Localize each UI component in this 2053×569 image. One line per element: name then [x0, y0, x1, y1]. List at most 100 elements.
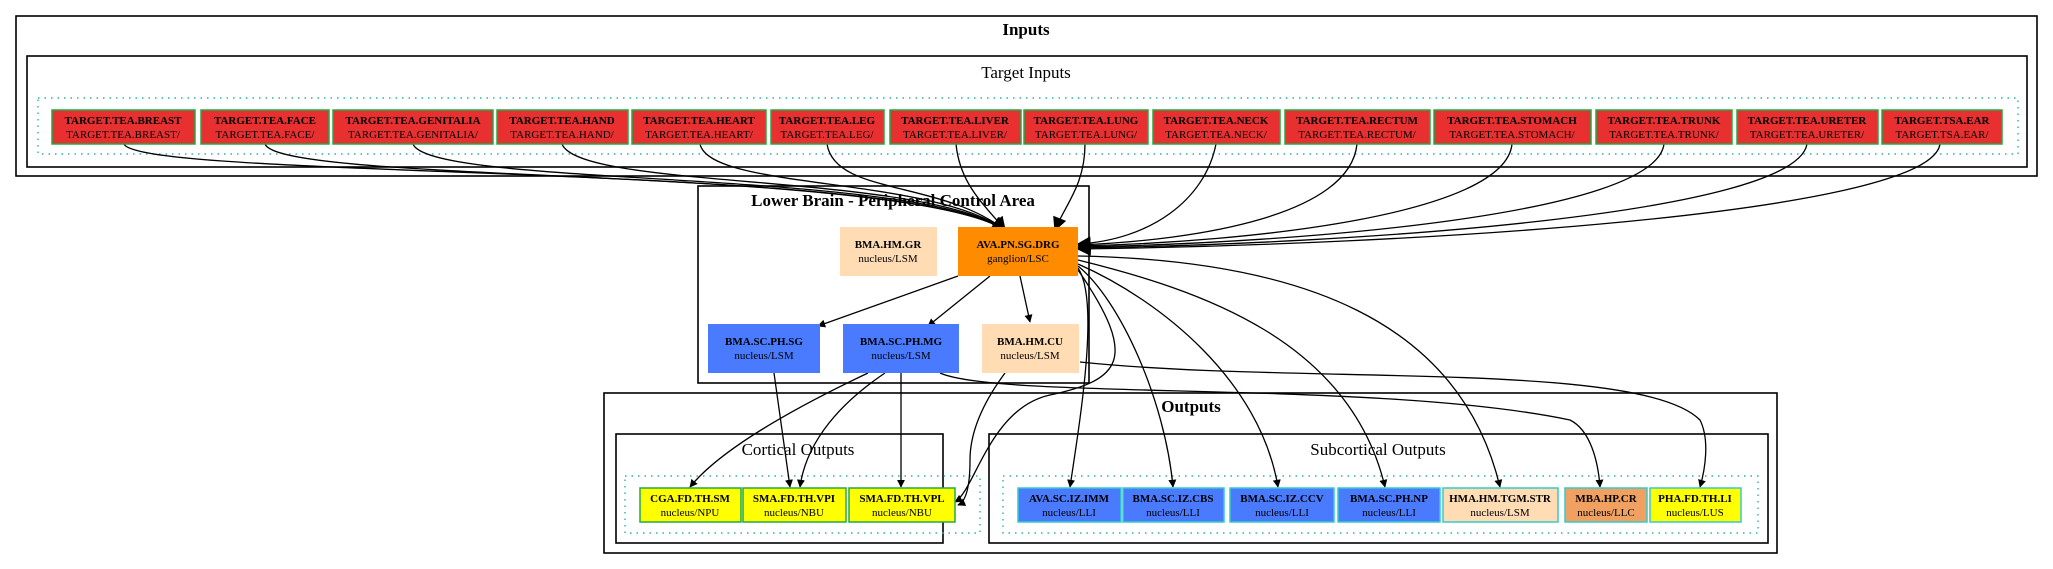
node-title: BMA.SC.PH.MG: [860, 336, 943, 348]
edge-face-drg: [264, 143, 1007, 231]
node-target-tsa-ear[interactable]: TARGET.TSA.EAR TARGET.TSA.EAR/: [1881, 109, 2003, 145]
edge-ureter-drg: [1076, 143, 1808, 255]
node-bma-sc-ph-sg[interactable]: BMA.SC.PH.SG nucleus/LSM: [708, 324, 820, 373]
node-cga-fd-th-sm[interactable]: CGA.FD.TH.SM nucleus/NPU: [639, 487, 742, 523]
edge-breast-drg: [123, 143, 1007, 231]
node-title: TARGET.TEA.STOMACH: [1447, 115, 1577, 127]
nodes: TARGET.TEA.BREAST TARGET.TEA.BREAST/ TAR…: [51, 109, 2003, 523]
node-title: SMA.FD.TH.VPI: [753, 493, 835, 505]
node-title: TARGET.TEA.FACE: [214, 115, 316, 127]
node-subtitle: TARGET.TEA.RECTUM/: [1298, 129, 1416, 141]
node-subtitle: nucleus/LSM: [858, 253, 917, 265]
node-subtitle: TARGET.TEA.URETER/: [1750, 129, 1865, 141]
edge-liver-drg: [955, 143, 1006, 232]
node-ava-pn-sg-drg[interactable]: AVA.PN.SG.DRG ganglion/LSC: [958, 227, 1078, 276]
edge-drg-np: [1077, 259, 1388, 488]
node-title: TARGET.TEA.HEART: [643, 115, 755, 127]
node-target-tea-heart[interactable]: TARGET.TEA.HEART TARGET.TEA.HEART/: [631, 109, 767, 145]
node-subtitle: nucleus/LLI: [1042, 507, 1096, 519]
node-subtitle: nucleus/NPU: [661, 507, 720, 519]
edge-stomach-drg: [1076, 143, 1513, 253]
node-subtitle: nucleus/LUS: [1666, 507, 1723, 519]
node-title: BMA.HM.CU: [997, 336, 1063, 348]
node-subtitle: ganglion/LSC: [987, 253, 1049, 265]
node-title: BMA.SC.PH.NP: [1350, 493, 1428, 505]
node-hma-hm-tgm-str[interactable]: HMA.HM.TGM.STR nucleus/LSM: [1442, 487, 1559, 523]
node-target-tea-stomach[interactable]: TARGET.TEA.STOMACH TARGET.TEA.STOMACH/: [1433, 109, 1592, 145]
node-bma-hm-cu[interactable]: BMA.HM.CU nucleus/LSM: [982, 324, 1079, 373]
node-bma-sc-ph-mg[interactable]: BMA.SC.PH.MG nucleus/LSM: [843, 324, 959, 373]
cluster-outputs: Outputs: [603, 392, 1778, 554]
node-subtitle: TARGET.TSA.EAR/: [1895, 129, 1989, 141]
cluster-subcortical-outputs-title: Subcortical Outputs: [1310, 440, 1446, 459]
node-subtitle: TARGET.TEA.GENITALIA/: [348, 129, 479, 141]
edge-drg-sg: [817, 275, 959, 328]
node-subtitle: nucleus/NBU: [764, 507, 824, 519]
node-target-tea-genitalia[interactable]: TARGET.TEA.GENITALIA TARGET.TEA.GENITALI…: [332, 109, 494, 145]
node-subtitle: TARGET.TEA.LIVER/: [903, 129, 1008, 141]
node-bma-hm-gr[interactable]: BMA.HM.GR nucleus/LSM: [840, 227, 937, 276]
edge-mg-cr: [939, 372, 1604, 488]
node-target-tea-lung[interactable]: TARGET.TEA.LUNG TARGET.TEA.LUNG/: [1023, 109, 1149, 145]
node-subtitle: nucleus/NBU: [872, 507, 932, 519]
edge-rectum-drg: [1076, 143, 1358, 252]
node-subtitle: TARGET.TEA.BREAST/: [66, 129, 181, 141]
edge-cu-vpl: [957, 372, 1006, 506]
node-subtitle: TARGET.TEA.LEG/: [780, 129, 874, 141]
node-title: HMA.HM.TGM.STR: [1449, 493, 1552, 505]
node-target-tea-rectum[interactable]: TARGET.TEA.RECTUM TARGET.TEA.RECTUM/: [1284, 109, 1431, 145]
node-title: AVA.PN.SG.DRG: [976, 239, 1059, 251]
node-title: TARGET.TEA.LIVER: [901, 115, 1010, 127]
cluster-subcortical-outputs: Subcortical Outputs: [988, 433, 1769, 544]
node-subtitle: nucleus/LLC: [1577, 507, 1634, 519]
node-subtitle: TARGET.TEA.LUNG/: [1035, 129, 1138, 141]
cluster-cortical-outputs-title: Cortical Outputs: [742, 440, 855, 459]
node-bma-sc-iz-ccv[interactable]: BMA.SC.IZ.CCV nucleus/LLI: [1229, 487, 1335, 523]
node-subtitle: TARGET.TEA.FACE/: [216, 129, 316, 141]
node-title: MBA.HP.CR: [1575, 493, 1637, 505]
node-target-tea-breast[interactable]: TARGET.TEA.BREAST TARGET.TEA.BREAST/: [51, 109, 196, 145]
node-subtitle: nucleus/LLI: [1255, 507, 1309, 519]
node-title: BMA.HM.GR: [855, 239, 923, 251]
node-target-tea-liver[interactable]: TARGET.TEA.LIVER TARGET.TEA.LIVER/: [889, 109, 1022, 145]
node-subtitle: nucleus/LSM: [734, 350, 793, 362]
edge-drg-mg: [927, 275, 991, 327]
node-title: AVA.SC.IZ.IMM: [1029, 493, 1110, 505]
edge-mg-sm: [689, 372, 869, 488]
node-subtitle: nucleus/LSM: [871, 350, 930, 362]
node-bma-sc-iz-cbs[interactable]: BMA.SC.IZ.CBS nucleus/LLI: [1122, 487, 1225, 523]
edge-drg-cu: [1019, 275, 1033, 323]
cluster-target-inputs: Target Inputs: [26, 55, 2028, 168]
node-ava-sc-iz-imm[interactable]: AVA.SC.IZ.IMM nucleus/LLI: [1017, 487, 1122, 523]
node-bma-sc-ph-np[interactable]: BMA.SC.PH.NP nucleus/LLI: [1337, 487, 1441, 523]
node-title: TARGET.TEA.LUNG: [1034, 115, 1139, 127]
edge-drg-imm: [1067, 267, 1089, 488]
edge-neck-drg: [1076, 143, 1217, 251]
node-target-tea-neck[interactable]: TARGET.TEA.NECK TARGET.TEA.NECK/: [1152, 109, 1281, 145]
node-subtitle: TARGET.TEA.NECK/: [1165, 129, 1268, 141]
node-subtitle: nucleus/LSM: [1470, 507, 1529, 519]
edge-lung-drg: [1053, 143, 1086, 232]
edge-leg-drg: [826, 143, 1007, 231]
node-target-tea-leg[interactable]: TARGET.TEA.LEG TARGET.TEA.LEG/: [770, 109, 885, 145]
edge-sg-vpi: [773, 372, 793, 488]
node-pha-fd-th-li[interactable]: PHA.FD.TH.LI nucleus/LUS: [1649, 487, 1742, 523]
node-target-tea-hand[interactable]: TARGET.TEA.HAND TARGET.TEA.HAND/: [496, 109, 629, 145]
edge-ear-drg: [1076, 143, 1941, 256]
edge-heart-drg: [699, 143, 1007, 231]
edge-genitalia-drg: [412, 143, 1007, 231]
edge-cu-li: [1079, 361, 1707, 488]
node-target-tea-trunk[interactable]: TARGET.TEA.TRUNK TARGET.TEA.TRUNK/: [1595, 109, 1733, 145]
node-sma-fd-th-vpi[interactable]: SMA.FD.TH.VPI nucleus/NBU: [742, 487, 847, 523]
node-sma-fd-th-vpl[interactable]: SMA.FD.TH.VPL nucleus/NBU: [848, 487, 956, 523]
node-title: CGA.FD.TH.SM: [650, 493, 730, 505]
node-target-tea-face[interactable]: TARGET.TEA.FACE TARGET.TEA.FACE/: [200, 109, 330, 145]
edge-drg-ccv: [1077, 263, 1281, 488]
node-target-tea-ureter[interactable]: TARGET.TEA.URETER TARGET.TEA.URETER/: [1736, 109, 1879, 145]
node-mba-hp-cr[interactable]: MBA.HP.CR nucleus/LLC: [1564, 487, 1648, 523]
edge-hand-drg: [561, 143, 1007, 231]
edge-drg-str: [1077, 255, 1503, 488]
node-title: TARGET.TEA.TRUNK: [1608, 115, 1721, 127]
node-subtitle: TARGET.TEA.HEART/: [645, 129, 754, 141]
